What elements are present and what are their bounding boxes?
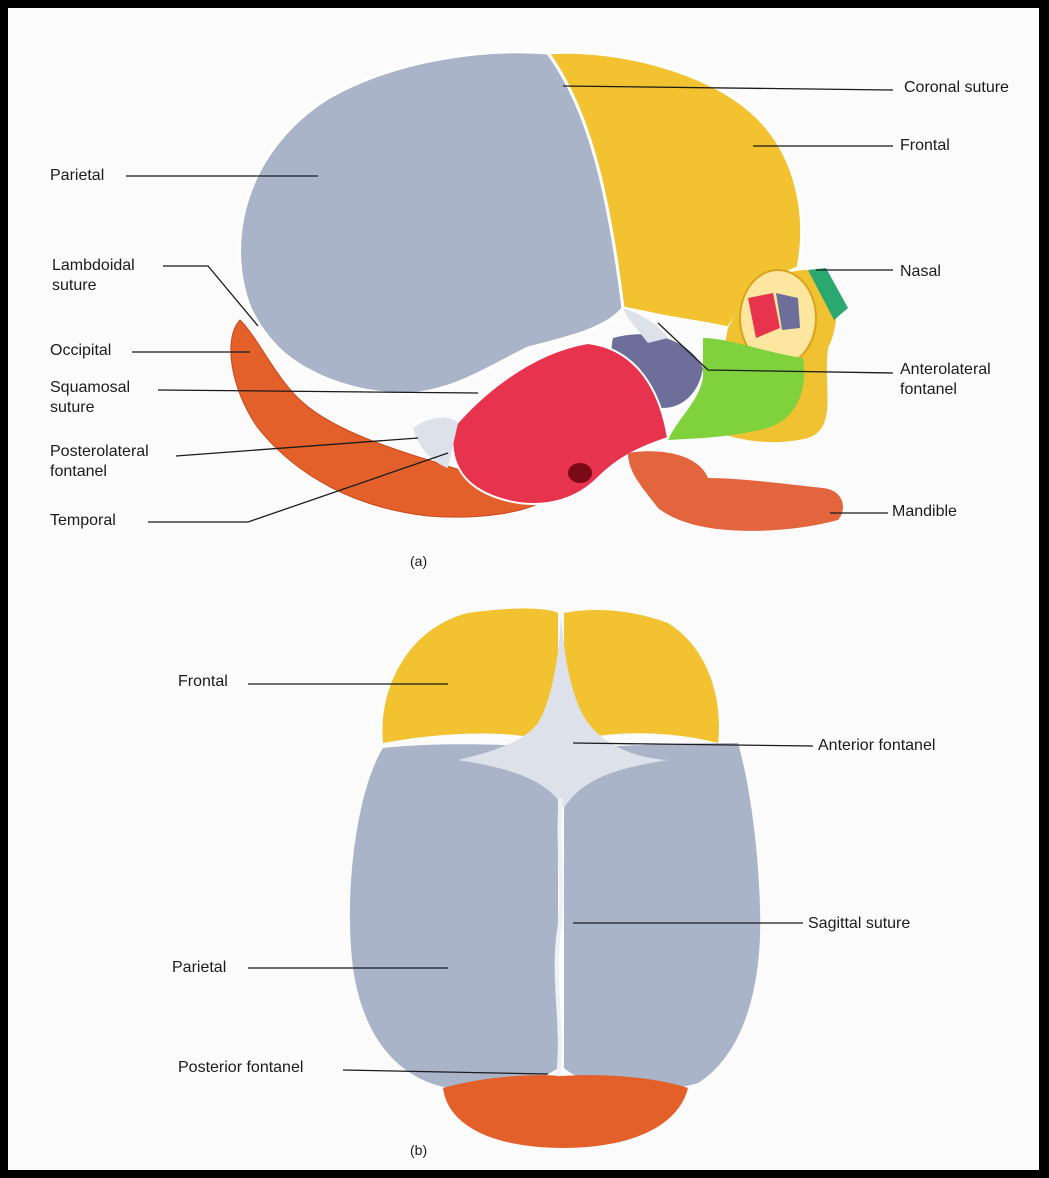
label-temporal: Temporal bbox=[50, 511, 116, 531]
label-posterior-fontanel: Posterior fontanel bbox=[178, 1058, 303, 1078]
label-lambdoidal-suture: Lambdoidal suture bbox=[52, 256, 135, 296]
label-parietal-b: Parietal bbox=[172, 958, 226, 978]
label-nasal: Nasal bbox=[900, 262, 941, 282]
parietal-right-b bbox=[564, 743, 760, 1090]
parietal-bone-a bbox=[240, 52, 623, 394]
label-occipital: Occipital bbox=[50, 341, 111, 361]
caption-b: (b) bbox=[410, 1140, 427, 1160]
occipital-bone-b bbox=[443, 1075, 688, 1148]
caption-a: (a) bbox=[410, 551, 427, 571]
label-coronal-suture: Coronal suture bbox=[904, 78, 1009, 98]
label-anterior-fontanel: Anterior fontanel bbox=[818, 736, 935, 756]
figure-frame: Coronal suture Frontal Parietal Lambdoid… bbox=[8, 8, 1039, 1170]
label-mandible: Mandible bbox=[892, 502, 957, 522]
mandible-a bbox=[628, 451, 843, 531]
skull-diagram bbox=[8, 8, 1039, 1170]
label-squamosal-suture: Squamosal suture bbox=[50, 378, 130, 418]
label-sagittal-suture: Sagittal suture bbox=[808, 914, 910, 934]
label-anterolateral-fontanel: Anterolateral fontanel bbox=[900, 360, 991, 400]
parietal-left-b bbox=[350, 744, 558, 1089]
label-frontal-a: Frontal bbox=[900, 136, 950, 156]
label-parietal-a: Parietal bbox=[50, 166, 104, 186]
label-frontal-b: Frontal bbox=[178, 672, 228, 692]
label-posterolateral-fontanel: Posterolateral fontanel bbox=[50, 442, 149, 482]
frontal-left-b bbox=[382, 608, 558, 743]
